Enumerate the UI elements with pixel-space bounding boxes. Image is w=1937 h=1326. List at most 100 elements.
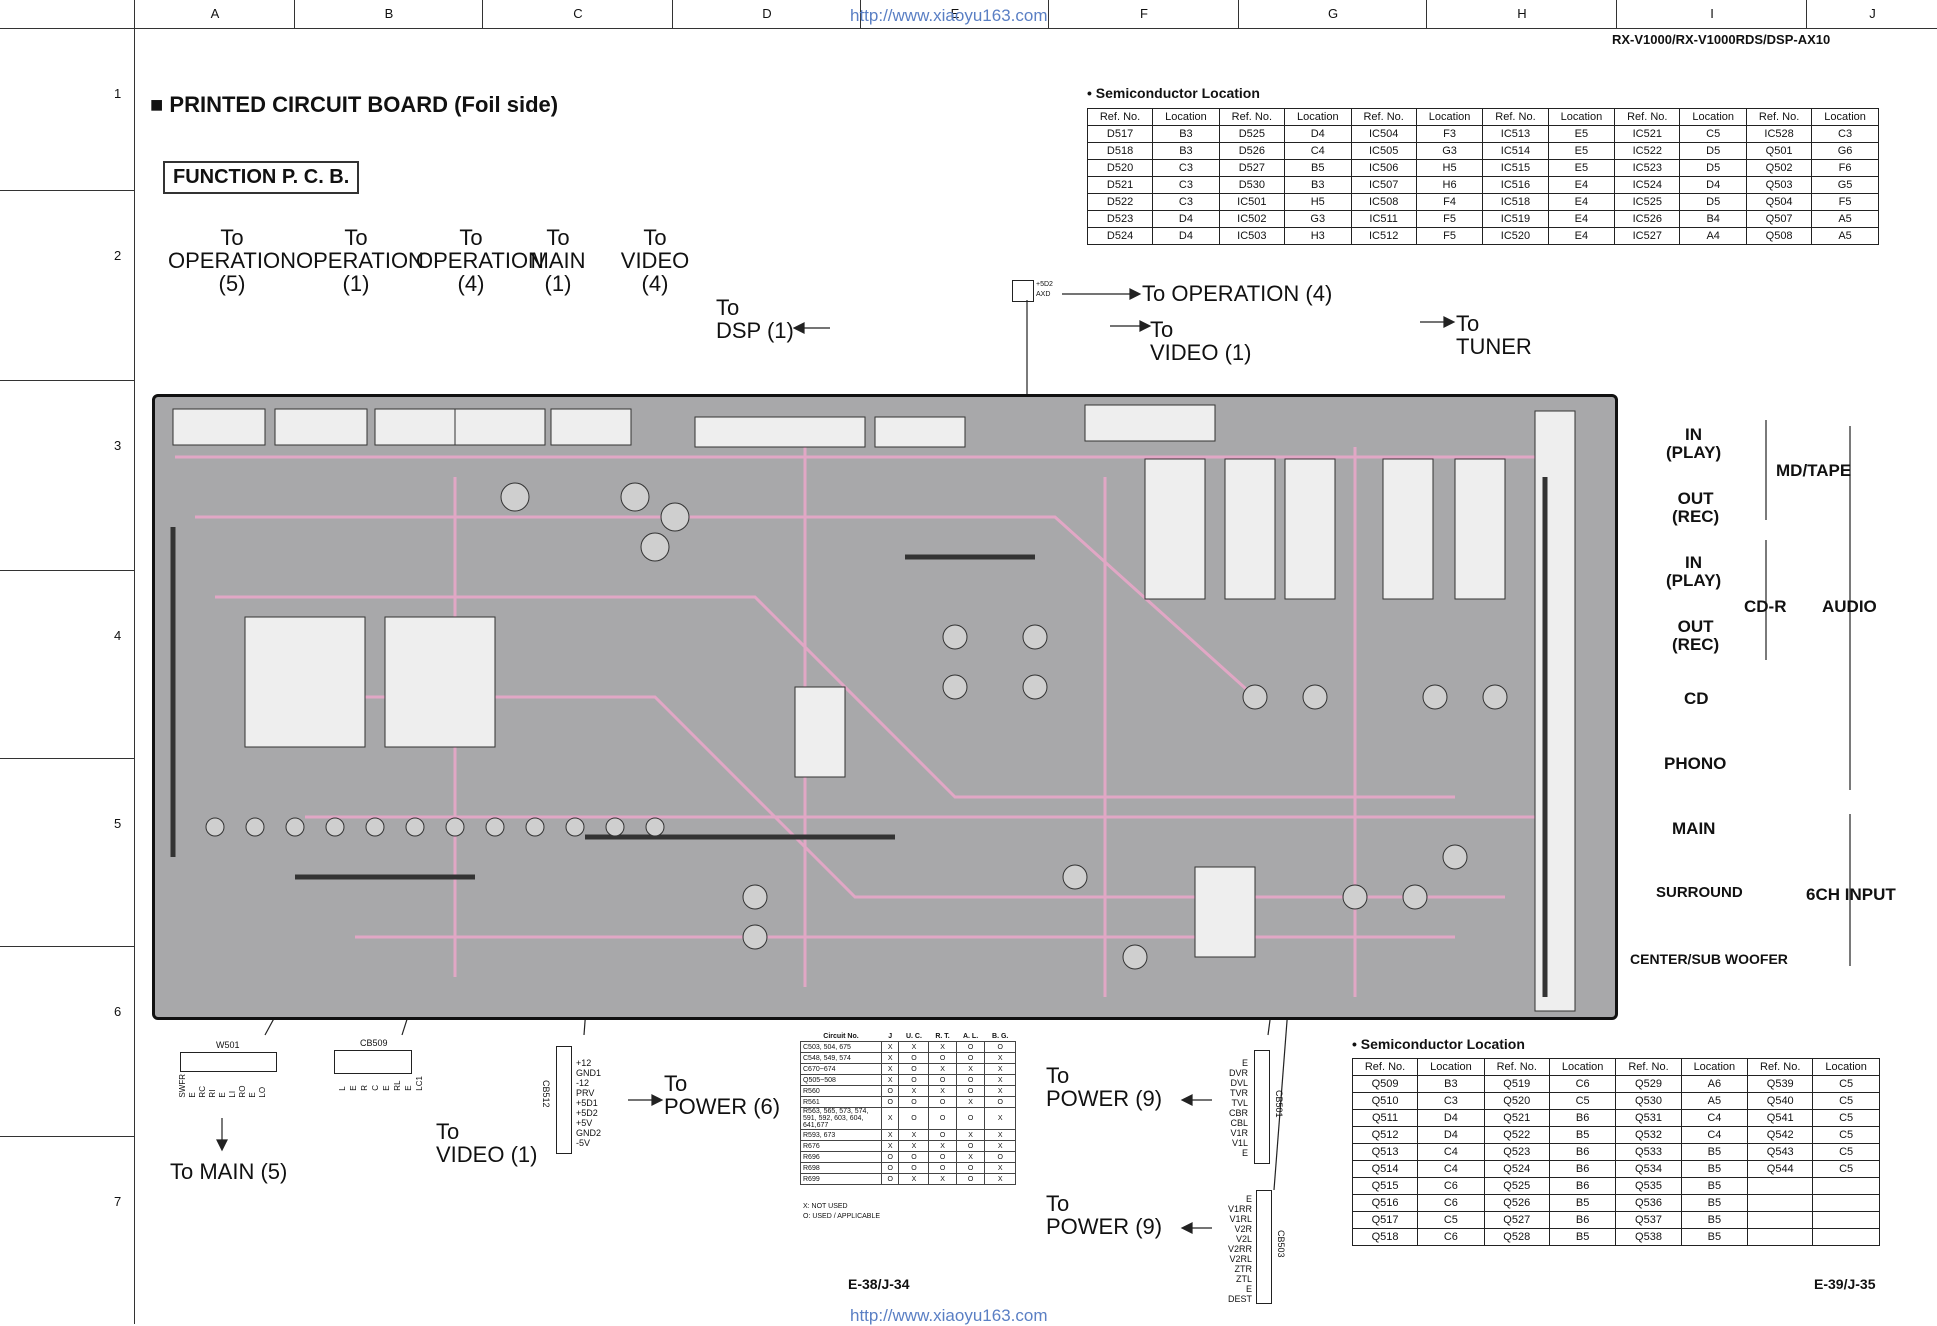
dest-line: POWER (9) [1046,1086,1163,1111]
pin-label: DVL [1230,1078,1248,1088]
table-cell: E4 [1547,227,1616,245]
arrow-head [1443,316,1456,328]
grid-row-line [0,1136,134,1137]
table-cell: A5 [1811,227,1879,245]
table-cell: O [955,1107,986,1130]
ic-chip [244,616,366,748]
table-cell [1747,1177,1814,1195]
pin-label: GND1 [576,1068,602,1078]
pin-label: E [1245,1194,1252,1204]
note-line: X: NOT USED [803,1203,848,1210]
table-header-cell: Ref. No. [1747,1058,1814,1076]
table-cell: IC521 [1614,125,1681,143]
dest-line: To [220,225,244,250]
table-cell: IC507 [1350,176,1417,194]
table-cell: C5 [1812,1143,1880,1161]
table-cell: R699 [800,1173,882,1185]
table-header-cell: Ref. No. [1483,1058,1550,1076]
dest-line: (1) [544,271,572,296]
table-cell: X [984,1173,1016,1185]
arrow-head [792,322,805,334]
jack-cdr-out: OUT(REC) [1672,618,1719,654]
table-cell [1747,1194,1814,1212]
arrow-head [651,1094,664,1106]
table-cell: Q505~508 [800,1074,882,1086]
dest-line: TUNER [1456,334,1532,359]
dest-line: VIDEO (1) [1150,340,1252,365]
table-cell: X [898,1041,930,1053]
w501-connector [180,1052,277,1072]
grid-row-6: 6 [114,1004,122,1019]
table-cell: O [928,1052,957,1064]
watermark-url-bottom: http://www.xiaoyu163.com [850,1306,1048,1325]
table-cell: Q539 [1747,1075,1814,1093]
table-cell: X [955,1096,986,1108]
table-cell: O [955,1140,986,1152]
table-header-cell: Location [1415,108,1484,126]
dest-line: To [436,1119,460,1144]
table-cell: O [984,1096,1016,1108]
pin-label: V2R [1234,1224,1252,1234]
table-cell: IC515 [1482,159,1549,177]
table-cell: C3 [1417,1092,1485,1110]
table-cell: D521 [1086,176,1154,194]
ic-chip [1194,866,1256,958]
table-cell: C5 [1812,1092,1880,1110]
jack-center-sub: CENTER/SUB WOOFER [1630,951,1788,967]
table-cell: IC522 [1614,142,1681,160]
table-cell: IC526 [1614,210,1681,228]
arrow-head [1180,1222,1193,1234]
table-header-cell: Location [1283,108,1352,126]
grid-row-2: 2 [114,248,122,263]
table-cell: C670~674 [800,1063,882,1075]
table-cell: Q525 [1483,1177,1550,1195]
table-cell: O [880,1173,900,1185]
table-cell: X [984,1162,1016,1174]
pin-label: V1RL [1229,1214,1252,1224]
table-cell: C5 [1548,1092,1617,1110]
table-cell: A5 [1680,1092,1749,1110]
table-cell: Q528 [1483,1228,1550,1246]
pin-label: +5D2 [576,1108,598,1118]
jack-md-out: OUT(REC) [1672,490,1719,526]
dest-line: To [716,295,740,320]
connector-block [454,408,546,446]
table-cell: C5 [1812,1109,1880,1127]
table-cell: O [898,1107,930,1130]
pin-label: V1R [1230,1128,1248,1138]
table-cell: Q526 [1483,1194,1550,1212]
pin-label: R [360,1084,369,1091]
table-cell: Q537 [1615,1211,1682,1229]
table-cell: X [880,1041,900,1053]
dest-line: (1) [342,271,370,296]
grid-col-C: C [482,0,673,28]
table-cell: C5 [1812,1126,1880,1144]
table-cell: IC520 [1482,227,1549,245]
table-cell: X [880,1107,900,1130]
grid-row-line [0,28,134,29]
jack-line: (PLAY) [1666,443,1722,462]
table-cell: Q516 [1351,1194,1419,1212]
dest-line: To [1150,317,1174,342]
table-cell: B5 [1680,1160,1749,1178]
dest-line: POWER (9) [1046,1214,1163,1239]
pin-label: LI [228,1090,237,1098]
dest-line: To [1456,311,1480,336]
jack-line: (REC) [1672,635,1720,654]
table-cell: H3 [1283,227,1352,245]
watermark-url-top: http://www.xiaoyu163.com [850,6,1048,25]
table-cell: X [984,1129,1016,1141]
